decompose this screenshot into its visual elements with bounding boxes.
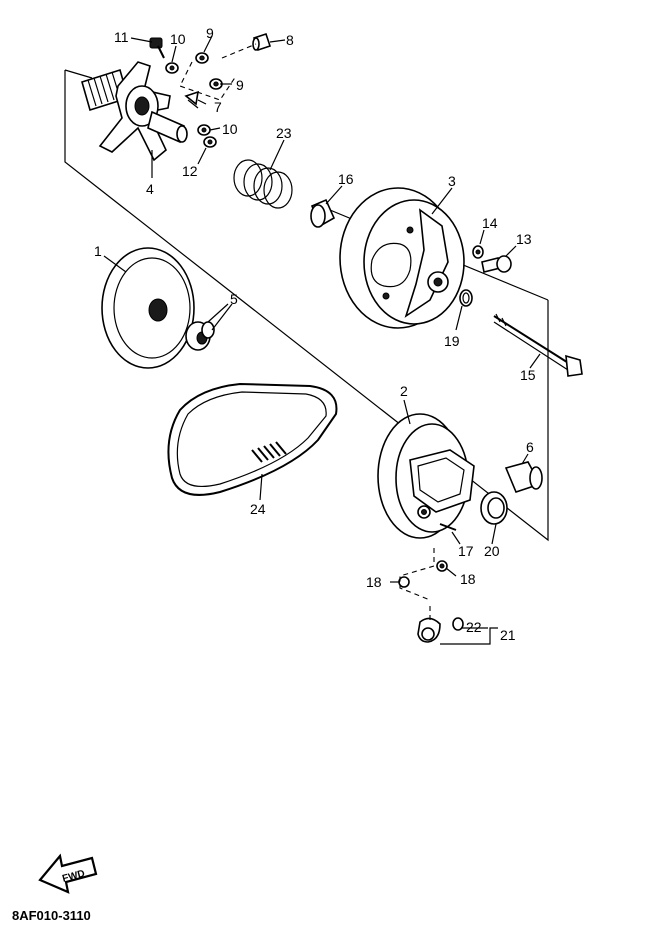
part-13-bolt	[481, 255, 512, 273]
part-labels: 11 10 9 8 9 7 10 12 4 23 16 3 14 13 1 5 …	[94, 25, 536, 643]
part-8-roller	[252, 32, 272, 52]
part-11-bolt	[149, 37, 165, 59]
label-4: 4	[146, 181, 154, 197]
label-2: 2	[400, 383, 408, 399]
label-6: 6	[526, 439, 534, 455]
leader-lines	[103, 35, 541, 645]
part-14-washer	[472, 245, 484, 259]
part-7-pin	[184, 90, 200, 109]
label-24: 24	[250, 501, 266, 517]
label-8: 8	[286, 32, 294, 48]
label-10-lower: 10	[222, 121, 238, 137]
part-21-clip	[417, 617, 441, 643]
label-22: 22	[466, 619, 482, 635]
part-20-bushing	[480, 491, 508, 525]
part-10-washer-upper	[165, 62, 179, 74]
label-20: 20	[484, 543, 500, 559]
part-6-sleeve	[504, 461, 543, 493]
label-13: 13	[516, 231, 532, 247]
label-11: 11	[114, 29, 129, 45]
hardware-dashed-group	[179, 43, 257, 101]
label-12: 12	[182, 163, 198, 179]
part-12-nut	[203, 136, 217, 148]
label-16: 16	[338, 171, 354, 187]
label-23: 23	[276, 125, 292, 141]
label-18-left: 18	[366, 574, 382, 590]
part-9-nut-upper	[195, 52, 209, 64]
part-1-fixed-sheave	[101, 247, 195, 369]
label-21: 21	[500, 627, 516, 643]
part-10-washer-lower	[197, 124, 211, 136]
belt-cogs	[251, 441, 287, 463]
part-5-bearing	[185, 321, 215, 351]
label-14: 14	[482, 215, 498, 231]
drawing-code: 8AF010-3110	[12, 908, 91, 923]
part-22-roller	[452, 617, 464, 631]
part-2-sheave-assembly	[377, 413, 475, 539]
label-3: 3	[448, 173, 456, 189]
label-19: 19	[444, 333, 460, 349]
label-15: 15	[520, 367, 536, 383]
part-19-ring	[459, 289, 473, 307]
label-18-right: 18	[460, 571, 476, 587]
label-5: 5	[230, 291, 238, 307]
part-18-nut-right	[436, 560, 448, 572]
label-9-lower: 9	[236, 77, 244, 93]
label-1: 1	[94, 243, 102, 259]
part-3-movable-sheave	[339, 187, 465, 329]
fwd-arrow-icon: FWD	[38, 853, 98, 894]
part-23-spring	[233, 159, 293, 209]
label-7: 7	[214, 99, 222, 115]
label-10-upper: 10	[170, 31, 186, 47]
lower-dashed-connectors	[399, 548, 435, 620]
part-4-spider-hub	[81, 61, 188, 162]
label-9-upper: 9	[206, 25, 214, 41]
part-16-bushing	[310, 198, 336, 228]
label-17: 17	[458, 543, 474, 559]
part-24-v-belt	[167, 382, 338, 496]
part-17-pin	[439, 523, 457, 531]
part-15-long-bolt	[493, 313, 583, 377]
